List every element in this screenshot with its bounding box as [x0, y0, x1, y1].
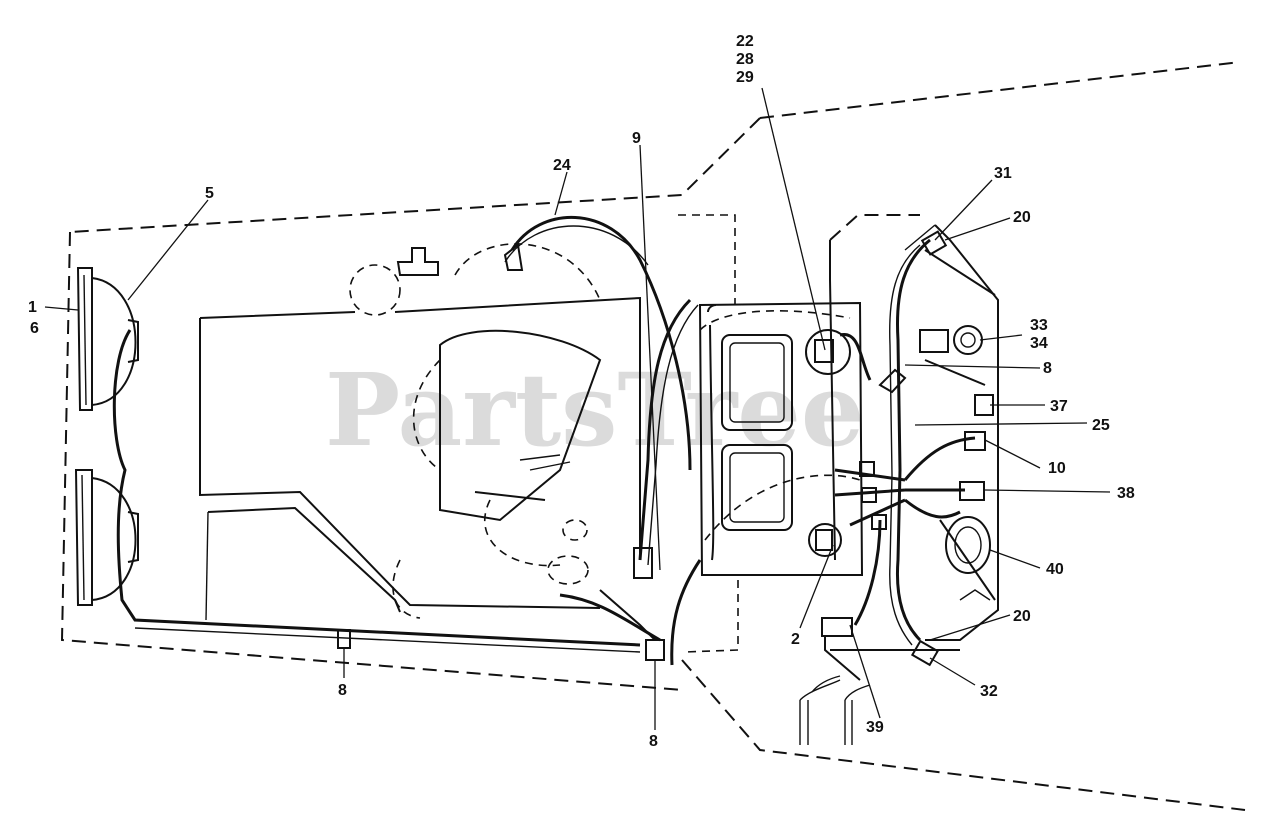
- cable-9: [633, 298, 699, 579]
- callout-20-top: 20: [1013, 209, 1031, 226]
- lower-leads-39: [799, 519, 960, 745]
- hood-outline: [60, 61, 1246, 811]
- switch-2: [808, 523, 842, 557]
- callout-9: 9: [632, 130, 641, 147]
- connector-bundle: [834, 436, 976, 530]
- callout-31: 31: [994, 165, 1012, 182]
- ignition-switch: [805, 329, 872, 381]
- callout-39: 39: [866, 719, 884, 736]
- headlight-wire: [112, 329, 641, 653]
- callout-labels: 1 6 5 24 9 22 28 29 31 20 33 34 8 37 25 …: [28, 33, 1135, 750]
- dash-panel: [698, 301, 864, 576]
- harness-wire-25: [878, 238, 931, 646]
- lower-harness-wire: [337, 559, 702, 666]
- callout-2: 2: [791, 631, 800, 648]
- watermark: PartsTree: [325, 351, 865, 469]
- callout-29: 29: [736, 69, 754, 86]
- right-side-panel: [829, 214, 999, 641]
- callout-37: 37: [1050, 398, 1068, 415]
- callout-8-bottom-left: 8: [338, 682, 347, 699]
- callout-32: 32: [980, 683, 998, 700]
- callout-8-bottom-center: 8: [649, 733, 658, 750]
- connector-32: [910, 639, 940, 667]
- cable-24: [503, 216, 692, 471]
- callout-25: 25: [1092, 417, 1110, 434]
- callout-6: 6: [30, 320, 39, 337]
- headlight-lower: [74, 469, 139, 606]
- callout-28: 28: [736, 51, 754, 68]
- headlight-upper: [76, 267, 139, 411]
- fuel-tank: [199, 243, 641, 621]
- callout-8-right: 8: [1043, 360, 1052, 377]
- callout-20-bottom: 20: [1013, 608, 1031, 625]
- callout-10: 10: [1048, 460, 1066, 477]
- leader-lines: [44, 87, 1111, 730]
- callout-22: 22: [736, 33, 754, 50]
- connector-31: [920, 230, 948, 256]
- component-10-38: [959, 431, 986, 501]
- callout-24: 24: [553, 157, 571, 174]
- callout-33: 33: [1030, 317, 1048, 334]
- component-33-34: [919, 325, 983, 355]
- dashed-harness-paths: [678, 214, 861, 653]
- callout-34: 34: [1030, 335, 1048, 352]
- callout-5: 5: [205, 185, 214, 202]
- callout-38: 38: [1117, 485, 1135, 502]
- callout-1: 1: [28, 299, 37, 316]
- component-40: [945, 516, 991, 574]
- seat-outline: [412, 329, 602, 585]
- callout-40: 40: [1046, 561, 1064, 578]
